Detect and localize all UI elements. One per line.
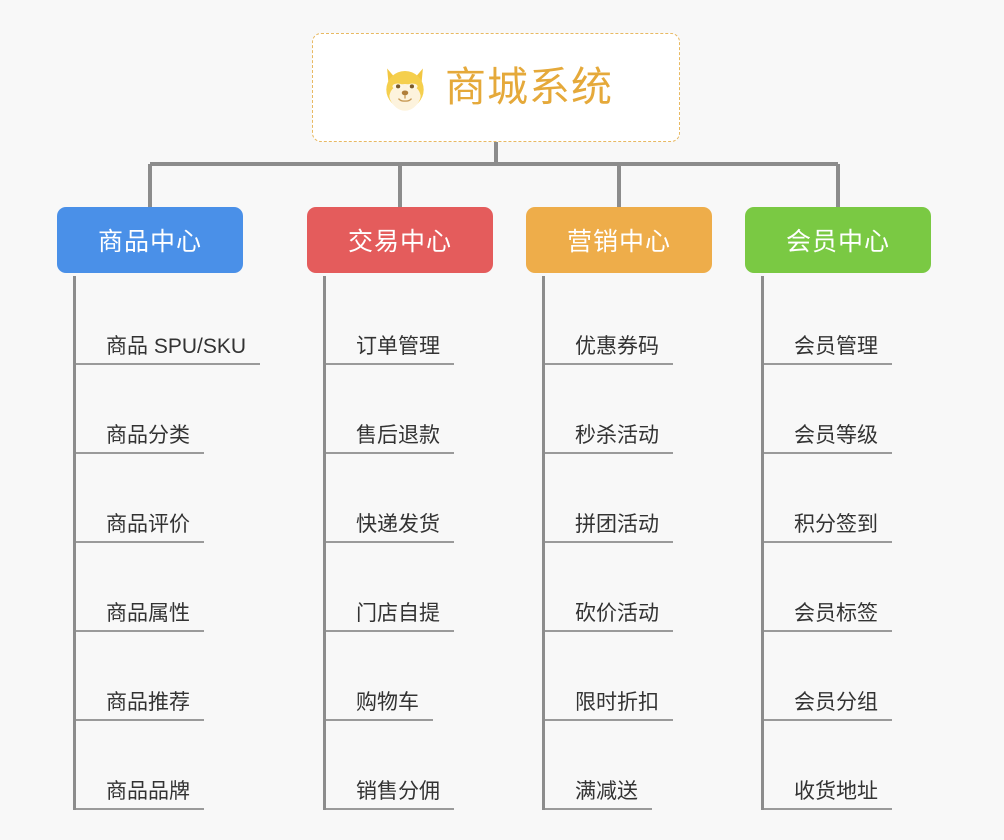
leaf-label: 砍价活动	[545, 602, 673, 632]
leaf-label: 秒杀活动	[545, 424, 673, 454]
leaf-label: 快递发货	[326, 513, 454, 543]
list-item[interactable]: 售后退款	[326, 365, 523, 454]
leaf-label: 商品分类	[76, 424, 204, 454]
list-item[interactable]: 商品推荐	[76, 632, 273, 721]
leaf-label: 商品属性	[76, 602, 204, 632]
list-item[interactable]: 订单管理	[326, 276, 523, 365]
shiba-dog-face-icon	[386, 68, 424, 111]
leaf-label: 商品品牌	[76, 780, 204, 810]
leaf-label: 满减送	[545, 780, 652, 810]
category-header-2[interactable]: 交易中心	[307, 207, 493, 273]
leaf-label: 拼团活动	[545, 513, 673, 543]
list-item[interactable]: 会员等级	[764, 365, 961, 454]
list-item[interactable]: 门店自提	[326, 543, 523, 632]
leaf-label: 商品评价	[76, 513, 204, 543]
leaf-label: 积分签到	[764, 513, 892, 543]
list-item[interactable]: 商品属性	[76, 543, 273, 632]
list-item[interactable]: 商品评价	[76, 454, 273, 543]
list-item[interactable]: 限时折扣	[545, 632, 742, 721]
list-item[interactable]: 快递发货	[326, 454, 523, 543]
list-item[interactable]: 会员管理	[764, 276, 961, 365]
category-header-3[interactable]: 营销中心	[526, 207, 712, 273]
list-item[interactable]: 销售分佣	[326, 721, 523, 810]
list-item[interactable]: 积分签到	[764, 454, 961, 543]
list-item[interactable]: 砍价活动	[545, 543, 742, 632]
list-item[interactable]: 会员分组	[764, 632, 961, 721]
list-item[interactable]: 收货地址	[764, 721, 961, 810]
leaf-label: 商品 SPU/SKU	[76, 335, 261, 365]
leaf-label: 优惠券码	[545, 335, 673, 365]
leaf-list-3: 优惠券码 秒杀活动 拼团活动 砍价活动 限时折扣 满减送	[542, 276, 742, 810]
leaf-label: 购物车	[326, 691, 433, 721]
leaf-label: 门店自提	[326, 602, 454, 632]
leaf-list-4: 会员管理 会员等级 积分签到 会员标签 会员分组 收货地址	[761, 276, 961, 810]
leaf-label: 销售分佣	[326, 780, 454, 810]
leaf-label: 售后退款	[326, 424, 454, 454]
list-item[interactable]: 购物车	[326, 632, 523, 721]
list-item[interactable]: 秒杀活动	[545, 365, 742, 454]
list-item[interactable]: 满减送	[545, 721, 742, 810]
root-title: 商城系统	[445, 64, 613, 110]
leaf-label: 收货地址	[764, 780, 892, 810]
leaf-list-1: 商品 SPU/SKU 商品分类 商品评价 商品属性 商品推荐 商品品牌	[73, 276, 273, 810]
leaf-label: 会员分组	[764, 691, 892, 721]
leaf-label: 会员管理	[764, 335, 892, 365]
category-header-1[interactable]: 商品中心	[57, 207, 243, 273]
leaf-label: 订单管理	[326, 335, 454, 365]
leaf-label: 会员等级	[764, 424, 892, 454]
leaf-label: 限时折扣	[545, 691, 673, 721]
list-item[interactable]: 商品分类	[76, 365, 273, 454]
leaf-list-2: 订单管理 售后退款 快递发货 门店自提 购物车 销售分佣	[323, 276, 523, 810]
root-node[interactable]: 商城系统	[312, 33, 680, 142]
leaf-label: 会员标签	[764, 602, 892, 632]
list-item[interactable]: 商品品牌	[76, 721, 273, 810]
leaf-label: 商品推荐	[76, 691, 204, 721]
list-item[interactable]: 优惠券码	[545, 276, 742, 365]
list-item[interactable]: 拼团活动	[545, 454, 742, 543]
category-header-4[interactable]: 会员中心	[745, 207, 931, 273]
list-item[interactable]: 商品 SPU/SKU	[76, 276, 273, 365]
list-item[interactable]: 会员标签	[764, 543, 961, 632]
